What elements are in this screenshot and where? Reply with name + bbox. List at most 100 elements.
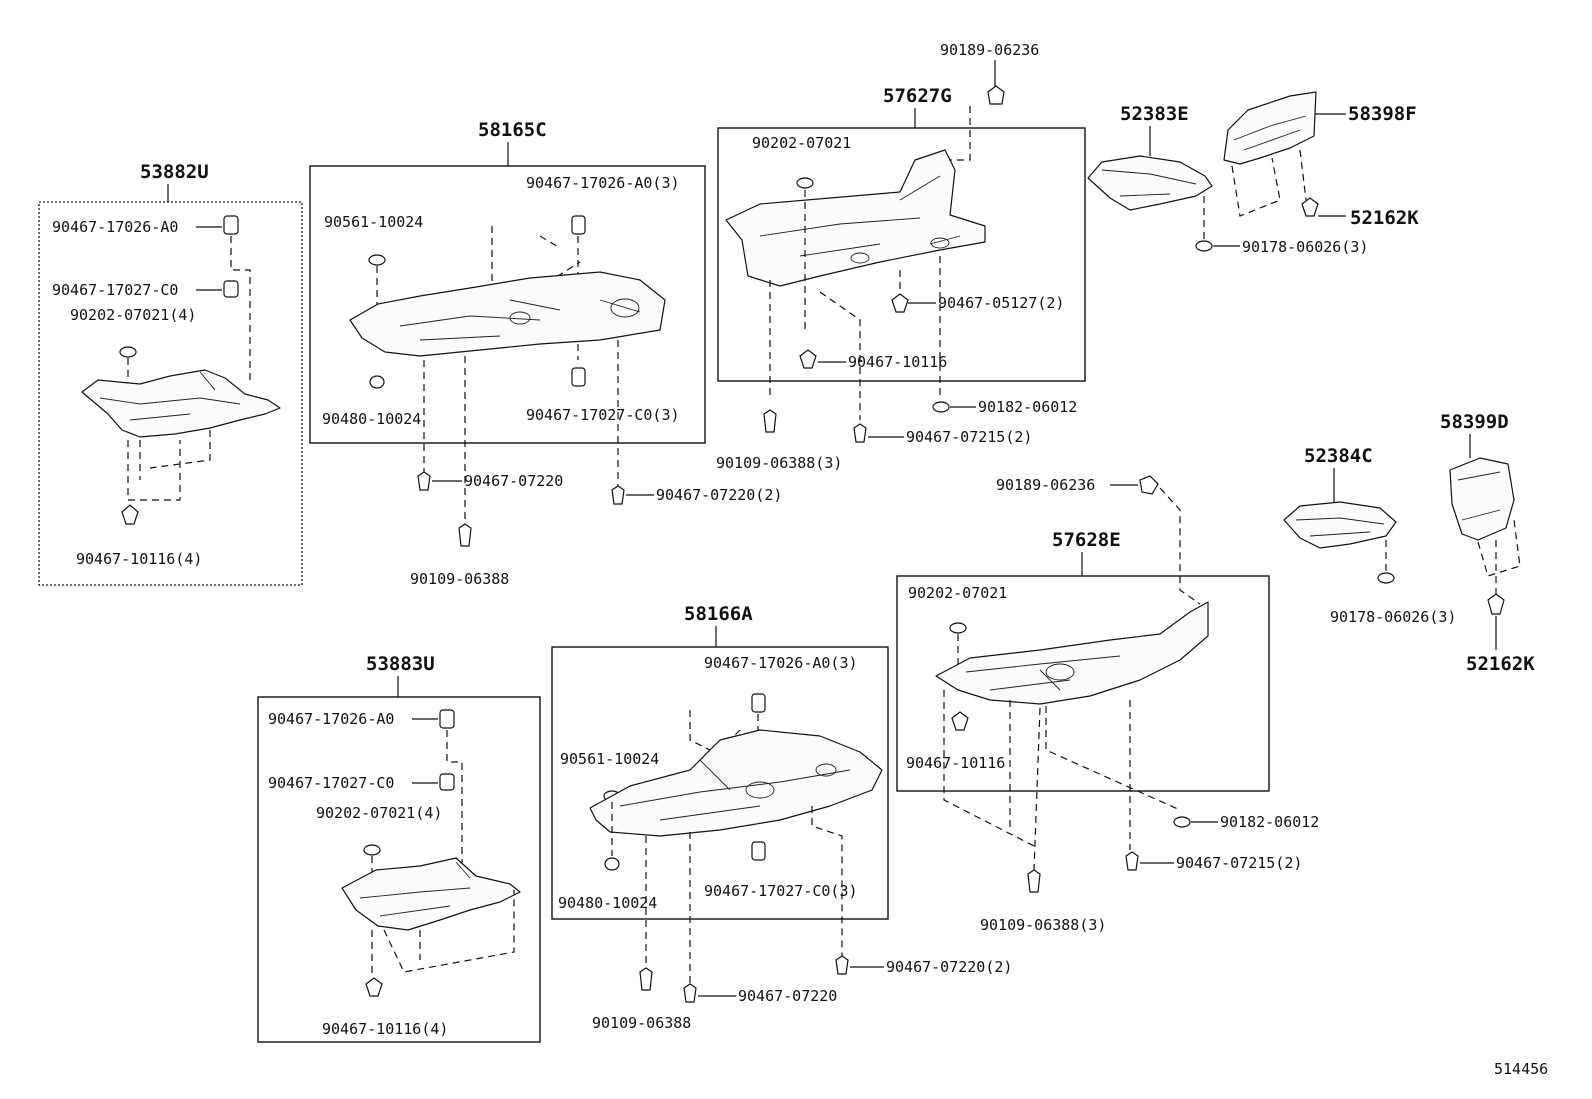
- group-53883U: 53883U 90467-17026-A0 90467-17027-C0 902…: [257, 653, 541, 1043]
- callout-label[interactable]: 90467-07220(2): [886, 958, 1012, 976]
- bolt-icon: [369, 375, 385, 389]
- callout-label[interactable]: 90182-06012: [1220, 813, 1319, 831]
- callout-label[interactable]: 90189-06236: [996, 476, 1095, 494]
- group-58165C: 58165C 90467-17026-A0(3) 90561-10024 904…: [309, 119, 782, 588]
- clip-icon: [891, 293, 909, 313]
- callout-label[interactable]: 90189-06236: [940, 41, 1039, 59]
- nut-icon: [949, 622, 967, 634]
- callout-label[interactable]: 90202-07021: [908, 584, 1007, 602]
- callout-label[interactable]: 90467-17027-C0: [268, 774, 394, 792]
- screw-icon: [611, 485, 625, 505]
- group-57628E: 90189-06236 57628E 90202-07021 90467-101…: [896, 475, 1319, 934]
- bolt-icon: [458, 523, 472, 547]
- callout-label[interactable]: 90467-07220(2): [656, 486, 782, 504]
- group-58166A: 58166A 90467-17026-A0(3) 90561-10024 904…: [551, 603, 1012, 1032]
- callout-label[interactable]: 90109-06388(3): [716, 454, 842, 472]
- assembly-box-58165C: [309, 165, 706, 444]
- nut-icon: [119, 346, 137, 358]
- diagram-number: 514456: [1494, 1060, 1548, 1078]
- grommet-icon: [751, 693, 766, 713]
- clip-icon: [1487, 593, 1505, 615]
- callout-label[interactable]: 90467-07215(2): [1176, 854, 1302, 872]
- callout-label[interactable]: 90467-05127(2): [938, 294, 1064, 312]
- assembly-label-52383E[interactable]: 52383E: [1120, 103, 1189, 125]
- assembly-label-58399D[interactable]: 58399D: [1440, 411, 1509, 433]
- grommet-icon: [439, 773, 455, 791]
- callout-label[interactable]: 90467-07220: [738, 987, 837, 1005]
- assembly-box-57627G: [717, 127, 1086, 382]
- assembly-label-58398F[interactable]: 58398F: [1348, 103, 1417, 125]
- callout-label[interactable]: 90467-17027-C0(3): [526, 406, 680, 424]
- callout-label[interactable]: 90109-06388: [592, 1014, 691, 1032]
- callout-label[interactable]: 90467-07220: [464, 472, 563, 490]
- grommet-icon: [751, 841, 766, 861]
- assembly-label-52162K-bottom[interactable]: 52162K: [1466, 653, 1535, 675]
- cover-58398F: [1223, 91, 1317, 165]
- callout-label[interactable]: 90202-07021(4): [316, 804, 442, 822]
- clip-icon: [987, 85, 1005, 105]
- clip-icon: [1301, 197, 1319, 217]
- assembly-label-57628E[interactable]: 57628E: [1052, 529, 1121, 551]
- nut-icon: [368, 254, 386, 266]
- callout-label[interactable]: 90467-10116(4): [322, 1020, 448, 1038]
- nut-icon: [363, 844, 381, 856]
- callout-label[interactable]: 90467-17026-A0: [52, 218, 178, 236]
- screw-icon: [853, 423, 867, 443]
- group-57627G: 90189-06236 57627G 90202-07021 90467-051…: [716, 41, 1086, 472]
- bolt-icon: [639, 967, 653, 991]
- under-cover-53883U: [341, 857, 521, 931]
- callout-label[interactable]: 90561-10024: [324, 213, 423, 231]
- clip-icon: [951, 711, 969, 731]
- grommet-icon: [439, 709, 455, 729]
- callout-label[interactable]: 90178-06026(3): [1242, 238, 1368, 256]
- nut-icon: [1173, 816, 1191, 828]
- assembly-label-58166A[interactable]: 58166A: [684, 603, 753, 625]
- clip-icon: [121, 504, 139, 525]
- clip-icon: [1195, 240, 1213, 252]
- clip-icon: [799, 349, 817, 369]
- callout-label[interactable]: 90480-10024: [558, 894, 657, 912]
- callout-label[interactable]: 90467-10116: [906, 754, 1005, 772]
- assembly-label-52384C[interactable]: 52384C: [1304, 445, 1373, 467]
- grommet-icon: [223, 215, 239, 235]
- callout-label[interactable]: 90467-17027-C0: [52, 281, 178, 299]
- callout-label[interactable]: 90467-17027-C0(3): [704, 882, 858, 900]
- engine-under-cover-57627G: [725, 149, 986, 287]
- assembly-box-58166A: [551, 646, 889, 920]
- assembly-box-57628E: [896, 575, 1270, 792]
- group-53882U: 53882U 90467-17026-A0 90467-17027-C0 902…: [38, 161, 303, 586]
- callout-label[interactable]: 90202-07021: [752, 134, 851, 152]
- bolt-icon: [604, 857, 620, 871]
- assembly-label-53882U[interactable]: 53882U: [140, 161, 209, 183]
- callout-label[interactable]: 90467-07215(2): [906, 428, 1032, 446]
- assembly-label-52162K-top[interactable]: 52162K: [1350, 207, 1419, 229]
- callout-label[interactable]: 90467-17026-A0(3): [704, 654, 858, 672]
- assembly-box-53882U: [38, 201, 303, 586]
- under-cover-58166A: [589, 729, 883, 837]
- callout-label[interactable]: 90109-06388(3): [980, 916, 1106, 934]
- assembly-label-53883U[interactable]: 53883U: [366, 653, 435, 675]
- group-52383E-58398F: 52383E 58398F 52162K 90178-06026(3): [1087, 91, 1419, 256]
- assembly-label-57627G[interactable]: 57627G: [883, 85, 952, 107]
- callout-label[interactable]: 90467-10116(4): [76, 550, 202, 568]
- assembly-label-58165C[interactable]: 58165C: [478, 119, 547, 141]
- clip-icon: [1377, 572, 1395, 584]
- callout-label[interactable]: 90109-06388: [410, 570, 509, 588]
- seal-52384C: [1283, 501, 1397, 549]
- callout-label[interactable]: 90561-10024: [560, 750, 659, 768]
- under-cover-53882U: [81, 369, 281, 438]
- callout-label[interactable]: 90467-17026-A0: [268, 710, 394, 728]
- seal-52383E: [1087, 155, 1213, 211]
- callout-label[interactable]: 90480-10024: [322, 410, 421, 428]
- screw-icon: [1125, 851, 1139, 871]
- nut-icon: [796, 177, 814, 189]
- callout-label[interactable]: 90467-17026-A0(3): [526, 174, 680, 192]
- callout-label[interactable]: 90202-07021(4): [70, 306, 196, 324]
- callout-label[interactable]: 90178-06026(3): [1330, 608, 1456, 626]
- callout-label[interactable]: 90182-06012: [978, 398, 1077, 416]
- group-52384C-58399D: 58399D 52162K 52384C 90178-06026(3): [1283, 411, 1535, 675]
- callout-label[interactable]: 90467-10116: [848, 353, 947, 371]
- screw-icon: [835, 955, 849, 975]
- clip-icon: [1139, 475, 1159, 495]
